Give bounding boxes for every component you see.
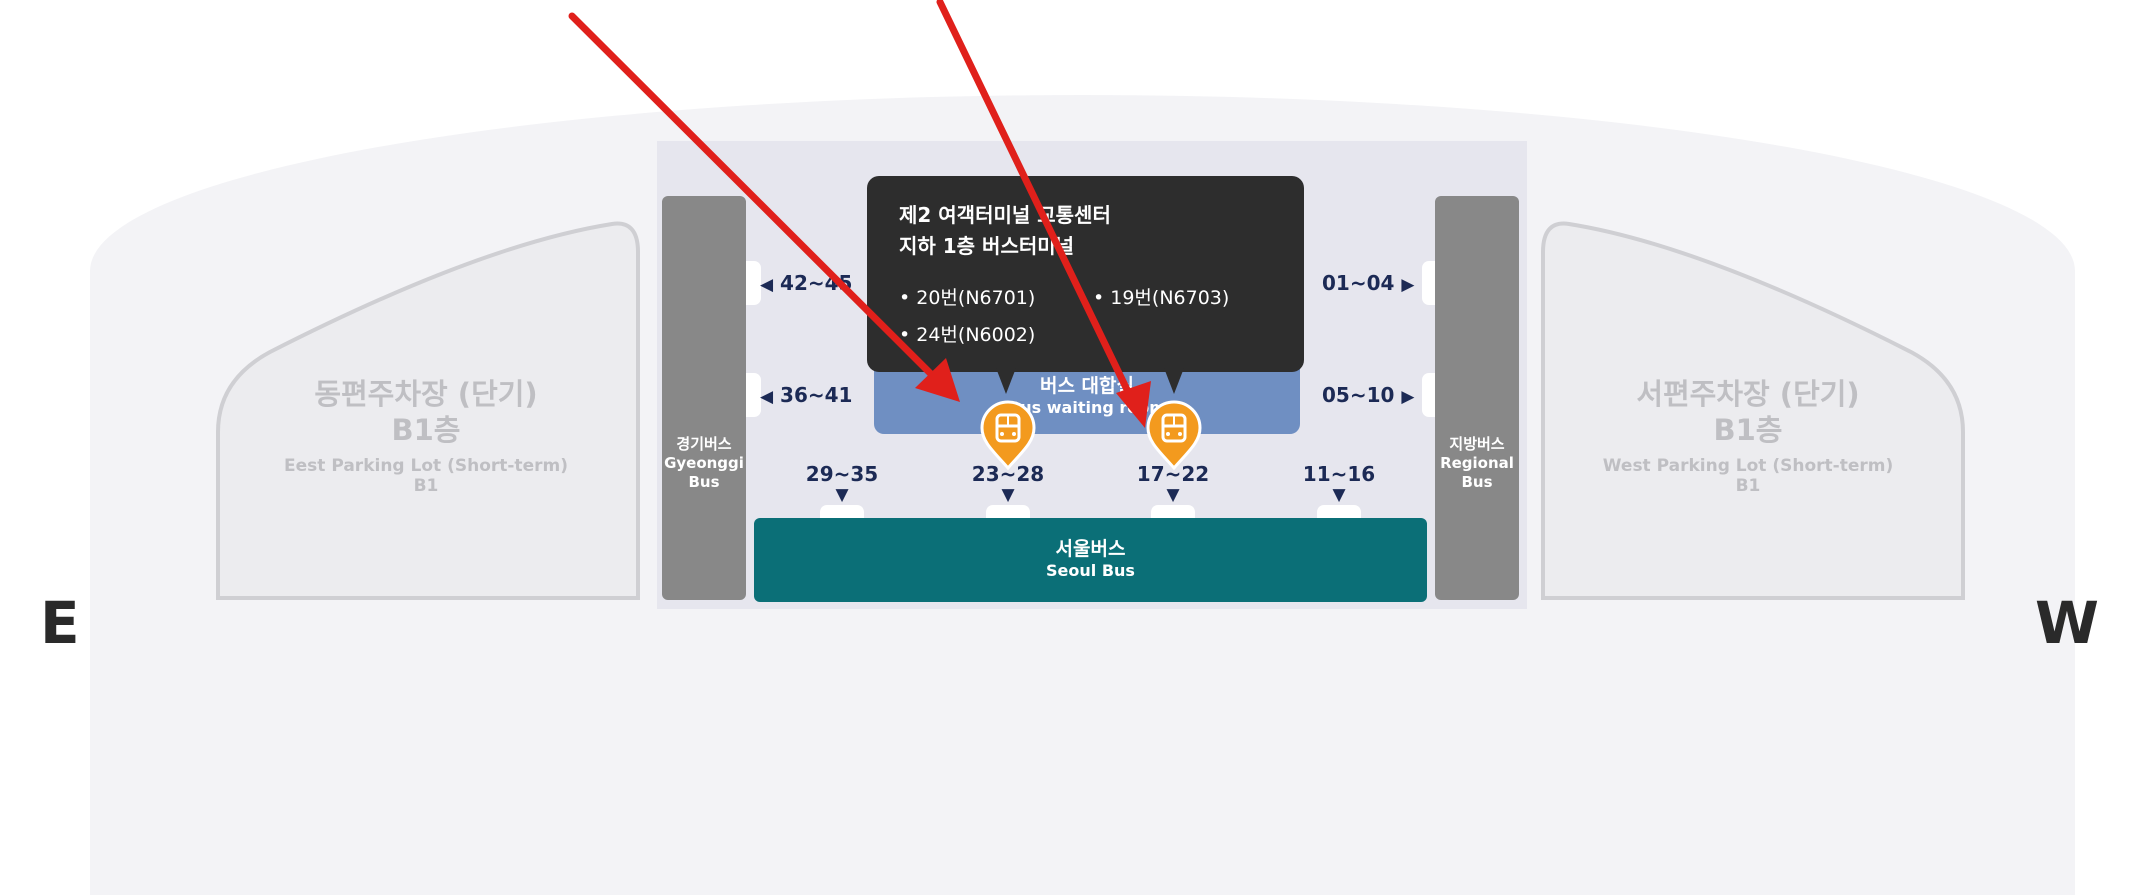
gate-number-label: 42~45 <box>780 271 853 295</box>
gate-05-10[interactable]: 05~10 ▶ <box>1322 383 1414 407</box>
bus-location-pin-icon[interactable] <box>1146 400 1202 471</box>
tooltip-route-item: 20번(N6701) <box>899 283 1035 310</box>
compass-west: W <box>2035 589 2099 657</box>
bus-waiting-room-label-ko: 버스 대합실 <box>1039 375 1134 397</box>
east-parking-floor-en: B1 <box>413 476 439 496</box>
seoul-bus-label-en: Seoul Bus <box>1046 561 1135 580</box>
gyeonggi-bus-zone[interactable]: 경기버스 Gyeonggi Bus <box>662 196 746 600</box>
tooltip-route-item: 24번(N6002) <box>899 320 1035 347</box>
tooltip-pointer <box>996 368 1016 394</box>
down-arrow-icon: ▼ <box>835 485 849 505</box>
west-parking-name-ko: 서편주차장 (단기) <box>1636 377 1860 411</box>
west-parking-floor-ko: B1층 <box>1713 413 1783 447</box>
gate-number-label: 29~35 <box>805 462 879 486</box>
tooltip-title: 제2 여객터미널 교통센터 지하 1층 버스터미널 <box>899 200 1111 262</box>
west-parking-lot[interactable]: 서편주차장 (단기) B1층 West Parking Lot (Short-t… <box>1570 376 1926 496</box>
tooltip-title-line: 제2 여객터미널 교통센터 <box>899 203 1111 227</box>
bus-location-pin-icon[interactable] <box>980 400 1036 471</box>
east-parking-name-ko: 동편주차장 (단기) <box>314 377 538 411</box>
left-arrow-icon: ◀ <box>760 387 774 407</box>
gate-42-45[interactable]: ◀ 42~45 <box>760 271 852 295</box>
tooltip-route-item: 19번(N6703) <box>1093 283 1229 310</box>
gate-number-label: 05~10 <box>1322 383 1395 407</box>
gate-01-04[interactable]: 01~04 ▶ <box>1322 271 1414 295</box>
east-parking-floor-ko: B1층 <box>391 413 461 447</box>
gate-11-16[interactable]: 11~16 ▼ <box>1289 462 1389 504</box>
regional-bus-label-en: Bus <box>1461 473 1493 491</box>
regional-bus-label-en: Regional <box>1440 454 1514 472</box>
down-arrow-icon: ▼ <box>1001 485 1015 505</box>
bus-waiting-room-label: 버스 대합실 Bus waiting room <box>874 375 1300 419</box>
compass-east: E <box>40 589 80 657</box>
regional-bus-label: 지방버스 Regional Bus <box>1435 435 1519 492</box>
east-parking-name-en: Eest Parking Lot (Short-term) <box>284 456 568 476</box>
gate-36-41[interactable]: ◀ 36~41 <box>760 383 852 407</box>
east-parking-lot[interactable]: 동편주차장 (단기) B1층 Eest Parking Lot (Short-t… <box>248 376 604 496</box>
down-arrow-icon: ▼ <box>1332 485 1346 505</box>
left-arrow-icon: ◀ <box>760 275 774 295</box>
gate-29-35[interactable]: 29~35 ▼ <box>792 462 892 504</box>
gate-23-28[interactable]: 23~28 ▼ <box>958 462 1058 504</box>
gate-number-label: 01~04 <box>1322 271 1395 295</box>
seoul-bus-label-ko: 서울버스 <box>1055 538 1126 560</box>
right-arrow-icon: ▶ <box>1401 387 1415 407</box>
tooltip-pointer <box>1164 368 1184 394</box>
gyeonggi-bus-label-en: Gyeonggi <box>664 454 744 472</box>
seoul-bus-zone[interactable] <box>754 518 1427 602</box>
right-arrow-icon: ▶ <box>1401 275 1415 295</box>
regional-bus-zone[interactable]: 지방버스 Regional Bus <box>1435 196 1519 600</box>
down-arrow-icon: ▼ <box>1166 485 1180 505</box>
west-parking-floor-en: B1 <box>1735 476 1761 496</box>
west-parking-name-en: West Parking Lot (Short-term) <box>1602 456 1894 476</box>
gate-number-label: 11~16 <box>1302 462 1376 486</box>
tooltip-title-line: 지하 1층 버스터미널 <box>899 234 1075 258</box>
gyeonggi-bus-label-ko: 경기버스 <box>676 435 732 453</box>
seoul-bus-label: 서울버스 Seoul Bus <box>754 538 1427 582</box>
gyeonggi-bus-label-en: Bus <box>688 473 720 491</box>
bus-waiting-room-label-en: Bus waiting room <box>1008 398 1166 417</box>
regional-bus-label-ko: 지방버스 <box>1449 435 1505 453</box>
gyeonggi-bus-label: 경기버스 Gyeonggi Bus <box>662 435 746 492</box>
gate-number-label: 36~41 <box>780 383 853 407</box>
